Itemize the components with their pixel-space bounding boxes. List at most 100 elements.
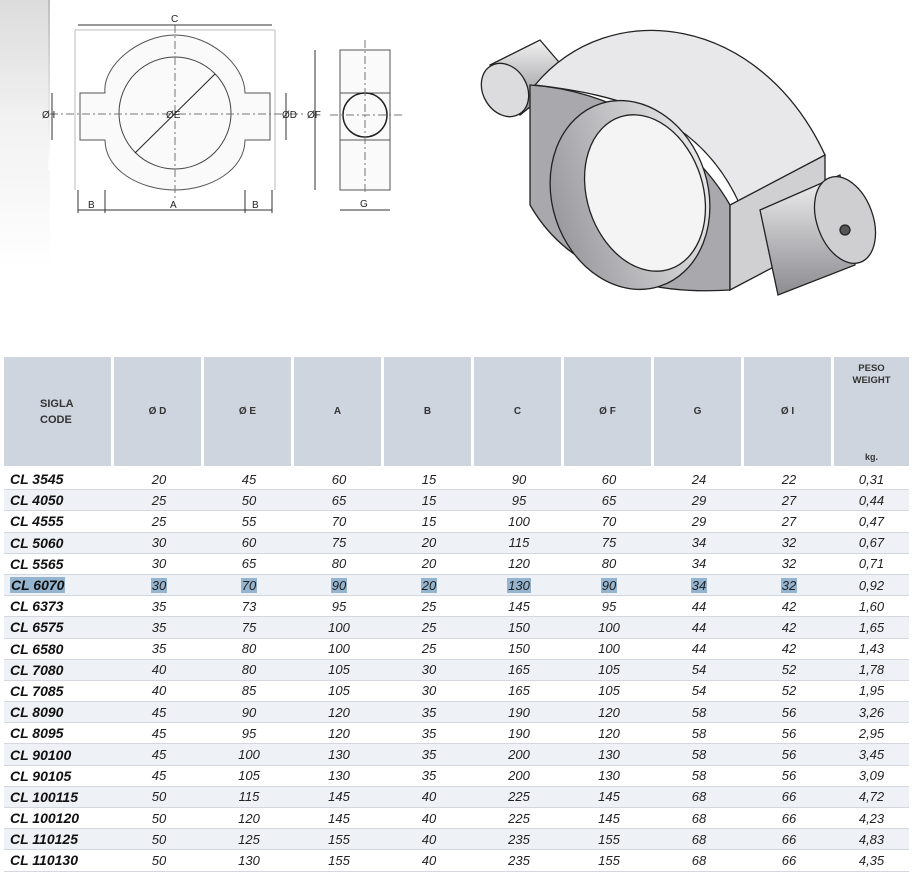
cell-d: 50 <box>114 850 204 872</box>
header-weight-line1: PESO <box>858 363 885 374</box>
cell-a-text: 145 <box>328 789 350 805</box>
cell-c: 100 <box>474 511 564 533</box>
cell-b: 35 <box>384 744 474 766</box>
cell-c: 130 <box>474 574 564 597</box>
cell-e-text: 115 <box>238 789 260 805</box>
cell-b-text: 40 <box>421 852 437 868</box>
cell-f-text: 100 <box>598 619 620 635</box>
cell-a-text: 155 <box>328 852 350 868</box>
cell-g: 29 <box>654 490 744 512</box>
cell-i-text: 27 <box>781 492 797 508</box>
cell-c: 190 <box>474 723 564 745</box>
cell-code-text: CL 8090 <box>10 704 64 721</box>
cell-w: 1,43 <box>834 639 909 660</box>
cell-d: 35 <box>114 617 204 639</box>
cell-code: CL 4555 <box>4 511 114 533</box>
cell-i-text: 32 <box>781 556 797 572</box>
header-f: Ø F <box>564 357 654 469</box>
cell-c-text: 165 <box>508 683 530 699</box>
cell-g-text: 34 <box>691 556 707 572</box>
cell-e: 100 <box>204 744 294 766</box>
cell-g: 34 <box>654 532 744 554</box>
cell-g: 34 <box>654 554 744 575</box>
cell-a-text: 65 <box>331 492 347 508</box>
cell-a-text: 70 <box>331 513 347 529</box>
cell-f-text: 155 <box>598 831 620 847</box>
cell-i-text: 42 <box>781 641 797 657</box>
cell-w: 3,09 <box>834 766 909 787</box>
cell-f: 155 <box>564 829 654 851</box>
cell-g-text: 54 <box>691 662 707 678</box>
cell-b: 25 <box>384 617 474 639</box>
dim-label-a: A <box>170 200 177 211</box>
cell-c-text: 165 <box>508 662 530 678</box>
cell-code-text: CL 100115 <box>10 788 78 805</box>
cell-d-text: 40 <box>151 683 167 699</box>
cell-a: 120 <box>294 723 384 745</box>
cell-f-text: 80 <box>601 556 617 572</box>
cell-e-text: 60 <box>241 535 257 551</box>
cell-c: 150 <box>474 617 564 639</box>
cell-code-text: CL 3545 <box>10 471 64 488</box>
cell-d-text: 30 <box>151 556 167 572</box>
cell-f: 105 <box>564 659 654 681</box>
cell-code: CL 6580 <box>4 639 114 660</box>
cell-g-text: 24 <box>691 471 707 487</box>
cell-c-text: 145 <box>508 598 530 614</box>
dim-label-b-left: B <box>88 200 95 211</box>
cell-i: 42 <box>744 617 834 639</box>
header-e: Ø E <box>204 357 294 469</box>
cell-a-text: 100 <box>328 619 350 635</box>
cell-b-text: 20 <box>421 556 437 572</box>
cell-i: 66 <box>744 808 834 830</box>
cell-g-text: 58 <box>691 768 707 784</box>
cell-e-text: 100 <box>238 747 260 763</box>
dim-label-dia-i: Ø I <box>42 110 55 121</box>
cell-w-text: 1,43 <box>858 641 885 657</box>
cell-f-text: 100 <box>598 641 620 657</box>
cell-d: 45 <box>114 744 204 766</box>
cell-d-text: 35 <box>151 598 167 614</box>
cell-a-text: 130 <box>328 768 350 784</box>
cell-w: 0,47 <box>834 511 909 533</box>
cell-c-text: 120 <box>508 556 530 572</box>
cell-code: CL 100120 <box>4 808 114 830</box>
cell-f-text: 145 <box>598 810 620 826</box>
cell-i: 56 <box>744 723 834 745</box>
cell-b-text: 20 <box>420 577 438 593</box>
cell-b-text: 40 <box>421 810 437 826</box>
cell-d-text: 45 <box>151 725 167 741</box>
cell-e-text: 65 <box>241 556 257 572</box>
cell-f-text: 120 <box>598 725 620 741</box>
cell-b: 25 <box>384 596 474 618</box>
cell-d-text: 35 <box>151 619 167 635</box>
cell-code: CL 8095 <box>4 723 114 745</box>
cell-e: 50 <box>204 490 294 512</box>
table-header: SIGLA CODE Ø D Ø E A B C Ø F G Ø I PESO … <box>4 357 909 469</box>
cell-i-text: 42 <box>781 619 797 635</box>
cell-code: CL 3545 <box>4 469 114 491</box>
cell-i: 32 <box>744 554 834 575</box>
cell-code: CL 90100 <box>4 744 114 766</box>
header-code-line2: CODE <box>40 413 72 426</box>
cell-w-text: 1,65 <box>858 619 885 635</box>
cell-g: 54 <box>654 681 744 703</box>
cell-g: 44 <box>654 596 744 618</box>
cell-d: 20 <box>114 469 204 491</box>
cell-g: 58 <box>654 766 744 787</box>
cell-d-text: 45 <box>151 747 167 763</box>
cell-g-text: 44 <box>691 641 707 657</box>
cell-w: 1,60 <box>834 596 909 618</box>
cell-a: 100 <box>294 617 384 639</box>
cell-b: 40 <box>384 829 474 851</box>
cell-a-text: 75 <box>331 535 347 551</box>
cell-b: 40 <box>384 808 474 830</box>
cell-f-text: 130 <box>598 768 620 784</box>
cell-c: 165 <box>474 659 564 681</box>
cell-f-text: 95 <box>601 598 617 614</box>
cell-c: 225 <box>474 786 564 808</box>
